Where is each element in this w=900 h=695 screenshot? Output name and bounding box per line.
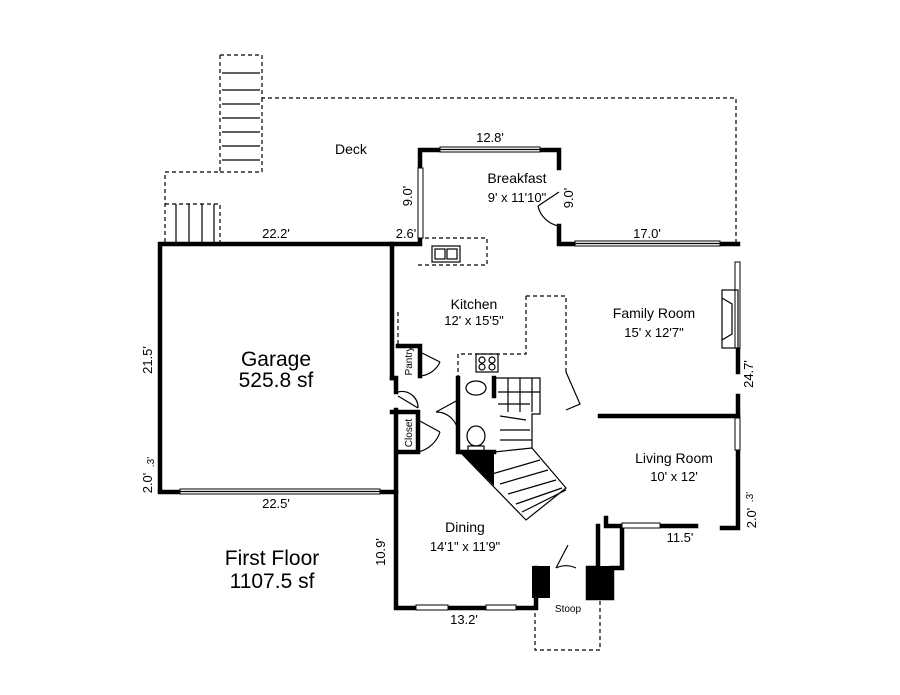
- deck-stairs-lower: [165, 203, 221, 244]
- room-family-size: 15' x 12'7": [624, 325, 684, 340]
- kitchen-sink: [431, 245, 461, 263]
- stoop-outline: [534, 592, 601, 651]
- walls: [157, 147, 741, 611]
- dim-dining-left: 10.9': [373, 538, 388, 566]
- dim-living-bottom: 11.5': [667, 530, 694, 545]
- stoop-wall-right: [588, 566, 612, 598]
- dim-garage-left-small: .3': [146, 457, 157, 467]
- doors: [397, 191, 581, 569]
- room-kitchen-size: 12' x 15'5": [444, 313, 504, 328]
- room-breakfast-label: Breakfast: [487, 170, 546, 186]
- dim-family-right: 24.7': [741, 360, 756, 388]
- deck-outline: [164, 54, 737, 244]
- floor-name: First Floor: [225, 547, 320, 570]
- fireplace: [721, 289, 739, 349]
- dim-garage-left: 21.5': [140, 346, 155, 374]
- room-kitchen-label: Kitchen: [451, 296, 498, 312]
- dim-kitchen-top: 2.6': [396, 226, 417, 241]
- dim-breakfast-right: 9.0': [561, 188, 576, 209]
- dim-garage-top: 22.2': [262, 226, 290, 241]
- room-living-label: Living Room: [635, 450, 713, 466]
- stoop-wall-left: [532, 566, 550, 598]
- dim-living-right-bottom: 2.0': [744, 508, 759, 529]
- dim-dining-bottom: 13.2': [450, 612, 478, 627]
- deck-stairs-upper: [222, 72, 260, 161]
- room-deck-label: Deck: [335, 141, 368, 157]
- dim-living-right-small: .3': [745, 492, 756, 502]
- room-dining-label: Dining: [445, 519, 485, 535]
- room-family-label: Family Room: [613, 305, 695, 321]
- powder-room: [455, 375, 497, 455]
- dim-breakfast-top: 12.8': [476, 130, 504, 145]
- room-pantry-label: Pantry: [404, 347, 415, 376]
- dim-garage-bottom: 22.5': [262, 496, 290, 511]
- room-dining-size: 14'1" x 11'9": [430, 539, 501, 554]
- room-garage-label: Garage: [241, 348, 311, 371]
- room-closet-label: Closet: [404, 419, 415, 448]
- room-living-size: 10' x 12': [650, 469, 698, 484]
- floor-area: 1107.5 sf: [230, 570, 315, 593]
- dim-breakfast-left: 9.0': [400, 186, 415, 207]
- room-garage-area: 525.8 sf: [239, 369, 314, 392]
- staircase: [459, 377, 567, 521]
- cooktop: [475, 353, 499, 373]
- dim-garage-left-bottom: 2.0': [140, 473, 155, 494]
- dim-family-top: 17.0': [633, 226, 661, 241]
- room-stoop-label: Stoop: [555, 604, 582, 615]
- room-breakfast-size: 9' x 11'10": [488, 190, 547, 205]
